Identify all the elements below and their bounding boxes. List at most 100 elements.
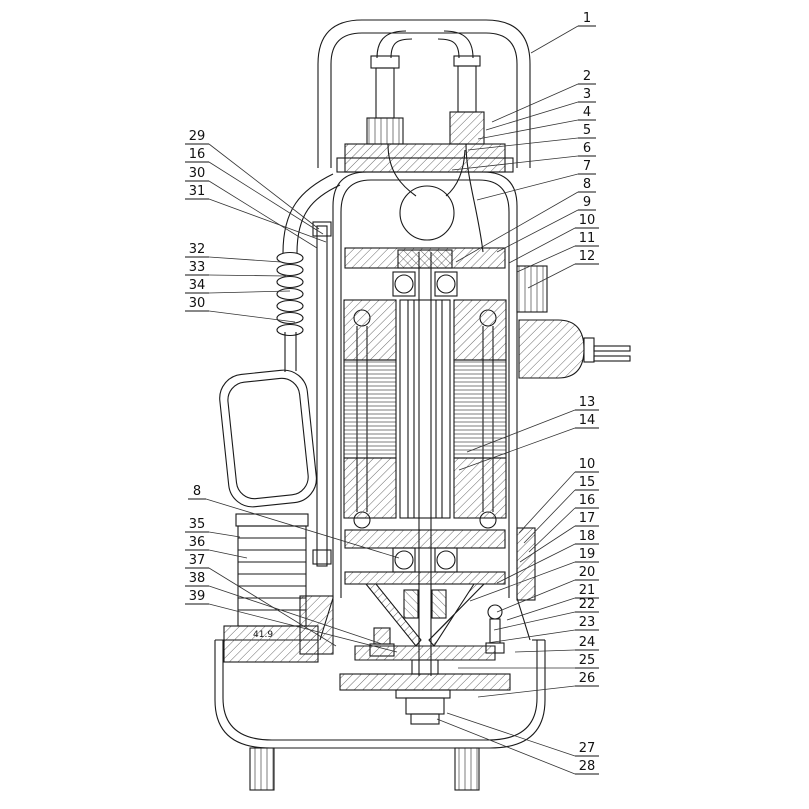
- callout-number: 16: [189, 147, 206, 162]
- callout-number: 21: [579, 583, 596, 598]
- callout-number: 11: [579, 231, 596, 246]
- callout-27: 27: [446, 712, 599, 757]
- callout-32: 32: [185, 242, 282, 263]
- callout-number: 28: [579, 759, 596, 774]
- callout-number: 2: [583, 69, 591, 84]
- stator-left: [343, 299, 397, 519]
- callout-33: 33: [185, 260, 287, 277]
- leader-line: [528, 507, 576, 553]
- leader-line: [496, 579, 576, 613]
- leader-line: [477, 685, 576, 698]
- switch-cable-gland: [449, 55, 485, 145]
- callout-9: 9: [496, 195, 596, 253]
- carrying-handle: [317, 19, 531, 168]
- hose-coupling: [223, 513, 319, 663]
- callout-number: 9: [583, 195, 591, 210]
- callout-12: 12: [527, 249, 599, 289]
- leader-line: [455, 191, 579, 263]
- callout-16: 16: [528, 493, 599, 553]
- callout-31: 31: [185, 184, 327, 243]
- callout-number: 19: [579, 547, 596, 562]
- leader-line: [208, 256, 282, 263]
- leader-line: [508, 227, 576, 264]
- callout-35: 35: [185, 517, 241, 538]
- callout-20: 20: [496, 565, 599, 613]
- leader-line: [514, 649, 576, 653]
- callout-13: 13: [466, 395, 599, 453]
- leader-line: [208, 310, 296, 323]
- lower-bearing-housing: [344, 529, 506, 549]
- float-switch: [219, 369, 317, 508]
- leader-line: [486, 629, 576, 644]
- callout-19: 19: [469, 547, 599, 602]
- leader-line: [496, 209, 579, 253]
- callout-25: 25: [458, 653, 599, 669]
- leader-line: [436, 718, 576, 775]
- callout-number: 25: [579, 653, 596, 668]
- motor-wires: [387, 143, 484, 253]
- shaft-nut-stack: [395, 689, 451, 725]
- leader-line: [208, 549, 248, 559]
- callout-11: 11: [516, 231, 599, 273]
- callout-number: 22: [579, 597, 596, 612]
- float-cable: [276, 173, 341, 372]
- leader-line: [485, 101, 579, 131]
- leader-line: [523, 489, 576, 544]
- callout-7: 7: [476, 159, 596, 201]
- callout-2: 2: [491, 69, 596, 123]
- leader-line: [476, 173, 579, 201]
- leader-line: [466, 409, 576, 453]
- suction-plate: [339, 673, 511, 691]
- leader-line: [491, 83, 579, 123]
- callout-4: 4: [477, 105, 596, 140]
- callout-number: 33: [189, 260, 206, 275]
- leader-line: [208, 143, 320, 230]
- cable-rail: [312, 221, 332, 567]
- leader-line: [493, 611, 576, 631]
- leader-line: [205, 498, 400, 559]
- leader-line: [518, 471, 576, 534]
- leader-line: [469, 561, 576, 602]
- callout-18: 18: [496, 529, 599, 584]
- leader-line: [208, 290, 291, 294]
- callout-38: 38: [185, 571, 383, 645]
- leader-line: [519, 525, 576, 563]
- callout-1: 1: [530, 11, 596, 54]
- callout-number: 38: [189, 571, 206, 586]
- callout-number: 15: [579, 475, 596, 490]
- callout-number: 24: [579, 635, 596, 650]
- power-plug: [518, 319, 631, 379]
- rotor: [399, 299, 451, 519]
- power-cable-gland: [366, 55, 404, 145]
- leader-line: [530, 25, 579, 54]
- callout-30: 30: [185, 166, 318, 249]
- callout-30: 30: [185, 296, 296, 323]
- base-leg-right: [454, 747, 480, 791]
- callout-number: 27: [579, 741, 596, 756]
- leader-line: [451, 155, 579, 171]
- callout-number: 7: [583, 159, 591, 174]
- diffuser: [364, 583, 486, 647]
- callout-number: 26: [579, 671, 596, 686]
- callout-23: 23: [486, 615, 599, 644]
- callout-number: 17: [579, 511, 596, 526]
- callout-39: 39: [185, 589, 398, 653]
- callout-number: 30: [189, 296, 206, 311]
- callout-10: 10: [508, 213, 599, 264]
- callout-28: 28: [436, 718, 599, 775]
- casing-boss-right: [516, 527, 536, 601]
- callout-number: 30: [189, 166, 206, 181]
- callout-6: 6: [451, 141, 596, 171]
- callout-number: 4: [583, 105, 591, 120]
- callout-number: 32: [189, 242, 206, 257]
- leader-line: [458, 427, 576, 471]
- callout-34: 34: [185, 278, 291, 294]
- callout-number: 6: [583, 141, 591, 156]
- callout-15: 15: [523, 475, 599, 544]
- leader-line: [208, 198, 327, 243]
- callout-36: 36: [185, 535, 248, 559]
- callout-number: 8: [193, 484, 201, 499]
- callout-number: 14: [579, 413, 596, 428]
- cooling-fins: [516, 265, 548, 313]
- callout-number: 8: [583, 177, 591, 192]
